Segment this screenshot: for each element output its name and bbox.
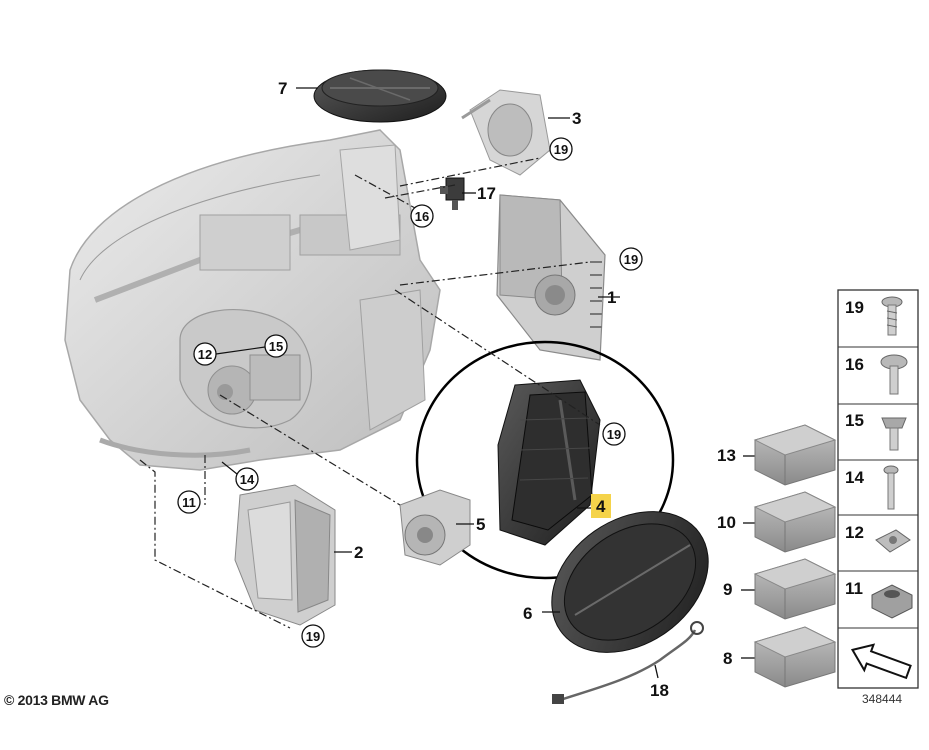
callout-19-duct: 19 bbox=[306, 629, 320, 644]
box-13[interactable] bbox=[753, 424, 837, 486]
connector-17[interactable] bbox=[440, 177, 465, 210]
callout-9: 9 bbox=[723, 580, 732, 599]
assembly-lines bbox=[139, 157, 601, 629]
clip-nut-12[interactable]: 12 bbox=[845, 523, 911, 553]
callout-10: 10 bbox=[717, 513, 736, 532]
callout-19-unit: 19 bbox=[624, 252, 638, 267]
copyright-text: © 2013 BMW AG bbox=[4, 692, 109, 708]
screw-14[interactable]: 14 bbox=[845, 465, 899, 510]
box-leaders bbox=[741, 455, 756, 659]
callout-7: 7 bbox=[278, 79, 287, 98]
callout-19-module: 19 bbox=[607, 427, 621, 442]
screw-19[interactable]: 19 bbox=[845, 296, 903, 336]
headlight-housing bbox=[64, 129, 441, 471]
callout-1: 1 bbox=[607, 288, 616, 307]
callout-11: 11 bbox=[182, 495, 196, 510]
callout-4: 4 bbox=[596, 497, 606, 516]
highlight-ellipse bbox=[415, 340, 675, 580]
callout-15: 15 bbox=[269, 339, 283, 354]
cover-cap-7[interactable] bbox=[313, 69, 447, 123]
callout-14: 14 bbox=[240, 472, 255, 487]
fan-5[interactable] bbox=[399, 489, 471, 566]
arrow-symbol-icon bbox=[850, 643, 912, 680]
callout-19-top: 19 bbox=[554, 142, 568, 157]
box-8[interactable] bbox=[753, 626, 837, 688]
large-cover-6[interactable] bbox=[525, 482, 735, 681]
callout-6: 6 bbox=[523, 604, 532, 623]
callout-16: 16 bbox=[415, 209, 429, 224]
callout-13: 13 bbox=[717, 446, 736, 465]
boxes bbox=[753, 424, 837, 688]
callout-17: 17 bbox=[477, 184, 496, 203]
panel-label-19: 19 bbox=[845, 298, 864, 317]
panel-label-14: 14 bbox=[845, 468, 864, 487]
diagram-id: 348444 bbox=[862, 692, 902, 706]
callout-18: 18 bbox=[650, 681, 669, 700]
control-unit-1[interactable] bbox=[496, 194, 606, 361]
leader-lines bbox=[296, 87, 659, 679]
panel-label-11: 11 bbox=[845, 579, 863, 598]
callouts: 1 2 3 4 5 6 7 8 9 10 13 17 18 bbox=[278, 79, 736, 700]
callout-8: 8 bbox=[723, 649, 732, 668]
box-9[interactable] bbox=[753, 558, 837, 620]
panel-label-16: 16 bbox=[845, 355, 864, 374]
callout-4-highlight bbox=[591, 494, 611, 518]
fastener-panel: 19 16 15 14 12 11 bbox=[837, 289, 919, 689]
callout-5: 5 bbox=[476, 515, 485, 534]
panel-label-15: 15 bbox=[845, 411, 864, 430]
nut-11[interactable]: 11 bbox=[845, 579, 913, 619]
holder-3[interactable] bbox=[461, 89, 551, 176]
callout-3: 3 bbox=[572, 109, 581, 128]
led-module-4[interactable] bbox=[497, 379, 601, 546]
air-duct-2[interactable] bbox=[234, 484, 336, 626]
screw-15[interactable]: 15 bbox=[845, 411, 907, 451]
cable-18[interactable] bbox=[552, 621, 704, 704]
screw-16[interactable]: 16 bbox=[845, 354, 908, 395]
box-10[interactable] bbox=[753, 491, 837, 553]
panel-label-12: 12 bbox=[845, 523, 864, 542]
circled-callouts: 19 19 19 19 16 15 12 14 11 bbox=[177, 137, 643, 648]
callout-2: 2 bbox=[354, 543, 363, 562]
callout-12: 12 bbox=[198, 347, 212, 362]
